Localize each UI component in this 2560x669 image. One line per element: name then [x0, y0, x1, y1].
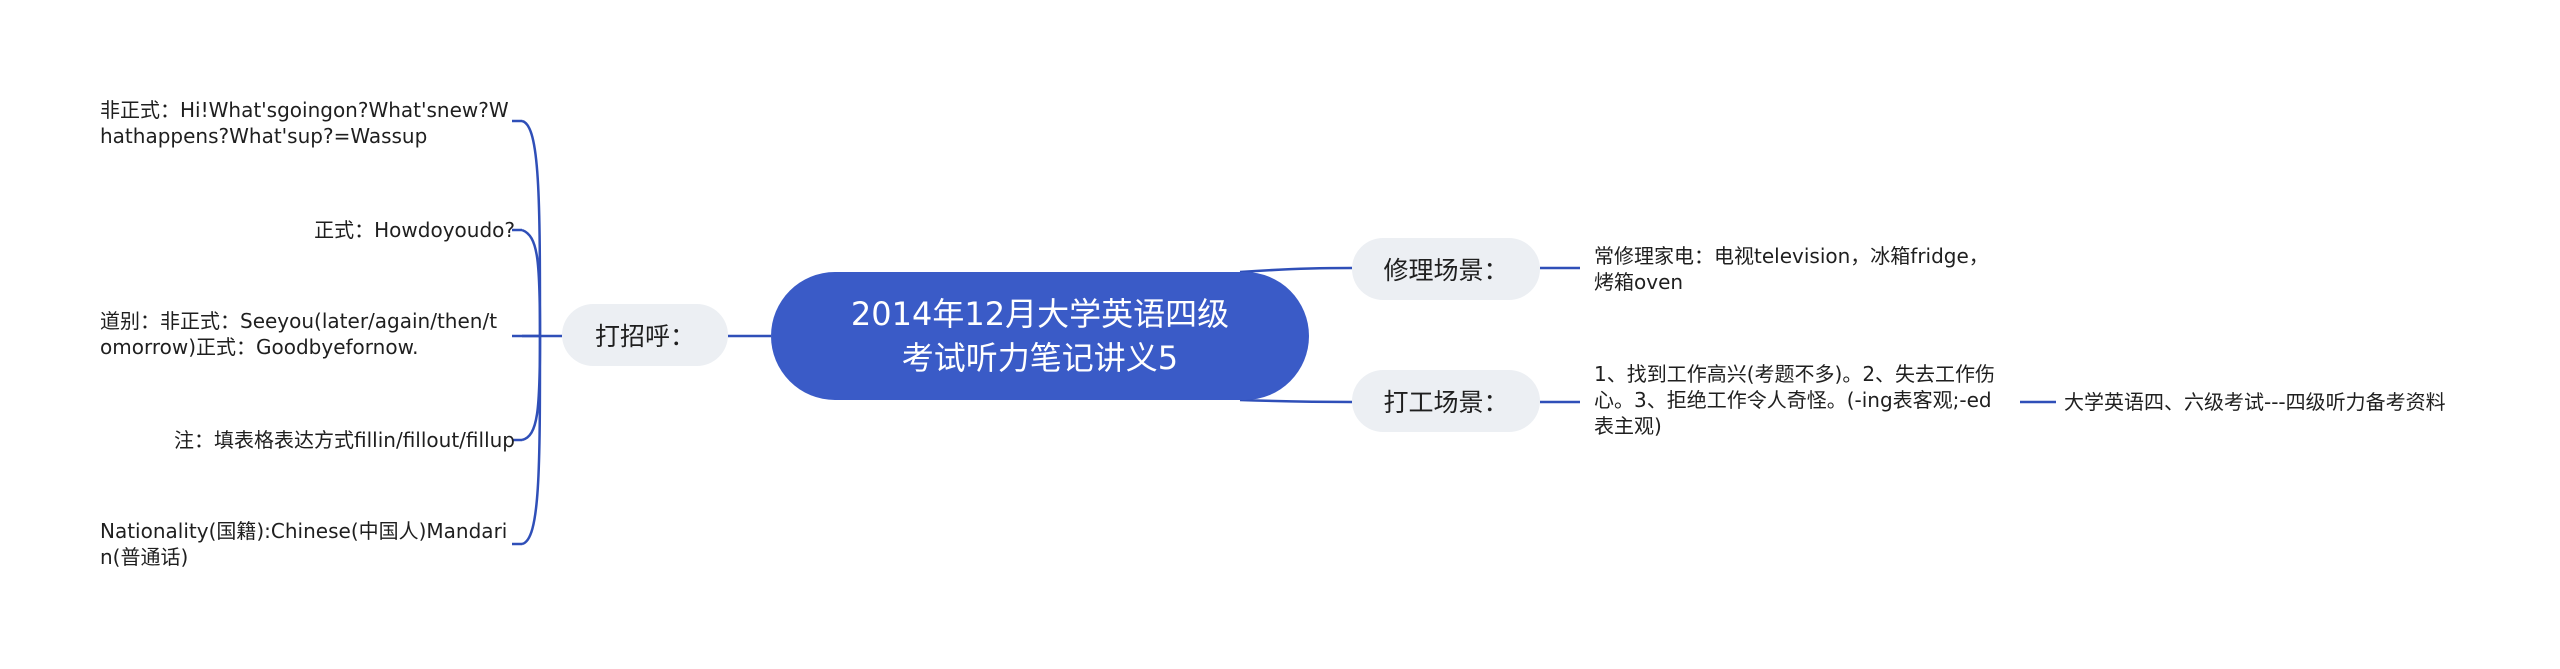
link-leaf-5	[521, 335, 542, 546]
leaf-nationality: Nationality(国籍):Chinese(中国人)Mandari n(普通…	[100, 519, 508, 569]
root-title: 2014年12月大学英语四级 考试听力笔记讲义5	[850, 295, 1230, 377]
branch-greeting[interactable]: 打招呼：	[562, 304, 728, 366]
leaf-farewell: 道别：非正式：Seeyou(later/again/then/t omorrow…	[100, 309, 498, 359]
root-topic[interactable]: 2014年12月大学英语四级 考试听力笔记讲义5	[771, 272, 1309, 400]
branch-work[interactable]: 打工场景：	[1352, 370, 1540, 432]
leaf-repair: 常修理家电：电视television，冰箱fridge， 烤箱oven	[1594, 244, 1989, 294]
leaf-form-note: 注：填表格表达方式fillin/fillout/fillup	[174, 428, 515, 452]
link-root-work	[1239, 398, 1353, 404]
leaf-formal: 正式：Howdoyoudo?	[314, 218, 515, 242]
branch-repair[interactable]: 修理场景：	[1352, 238, 1540, 300]
link-leaf-1	[521, 119, 542, 337]
leaf-exam-resource: 大学英语四、六级考试---四级听力备考资料	[2064, 390, 2446, 414]
link-root-repair	[1239, 266, 1353, 274]
link-leaf-4	[521, 335, 542, 442]
link-leaf-2	[521, 228, 542, 337]
leaf-informal: 非正式：Hi!What'sgoingon?What'snew?W hathapp…	[100, 98, 509, 148]
leaf-work: 1、找到工作高兴(考题不多)。2、失去工作伤 心。3、拒绝工作令人奇怪。(-in…	[1594, 362, 1996, 438]
